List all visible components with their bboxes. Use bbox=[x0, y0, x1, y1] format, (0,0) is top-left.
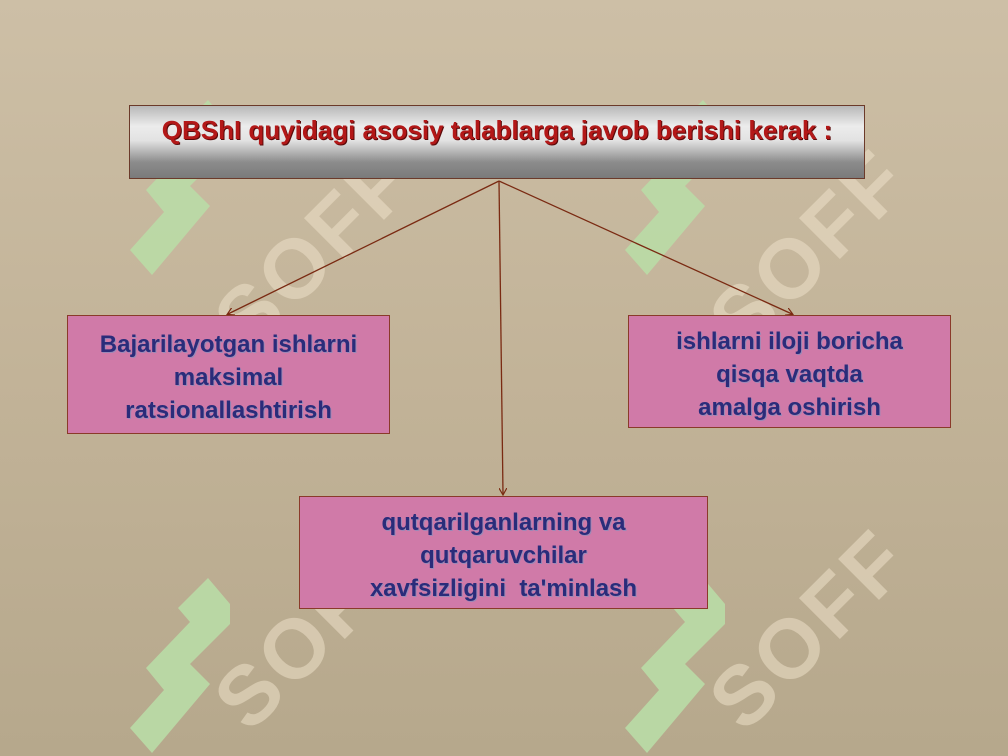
connector-left bbox=[228, 180, 500, 314]
node-line: ishlarni iloji boricha bbox=[676, 328, 903, 355]
node-line: ratsionallashtirish bbox=[125, 397, 332, 424]
node-line: amalga oshirish bbox=[698, 394, 881, 421]
node-line: Bajarilayotgan ishlarni bbox=[99, 331, 358, 358]
node-line: qisqa vaqtda bbox=[716, 361, 863, 388]
node-line: qutqaruvchilar bbox=[420, 542, 587, 569]
node-line: xavfsizligini ta'minlash bbox=[369, 575, 638, 602]
connector-bottom bbox=[498, 180, 503, 494]
connector-right bbox=[498, 180, 792, 314]
title-box: QBShI quyidagi asosiy talablarga javob b… bbox=[129, 105, 865, 179]
node-short-time: ishlarni iloji boricha qisqa vaqtda amal… bbox=[628, 315, 951, 428]
node-safety: qutqarilganlarning va qutqaruvchilar xav… bbox=[299, 496, 708, 609]
node-rationalization: Bajarilayotgan ishlarni maksimal ratsion… bbox=[67, 315, 390, 434]
diagram-title: QBShI quyidagi asosiy talablarga javob b… bbox=[161, 115, 833, 145]
node-line: maksimal bbox=[173, 364, 284, 391]
node-line: qutqarilganlarning va bbox=[381, 509, 626, 536]
